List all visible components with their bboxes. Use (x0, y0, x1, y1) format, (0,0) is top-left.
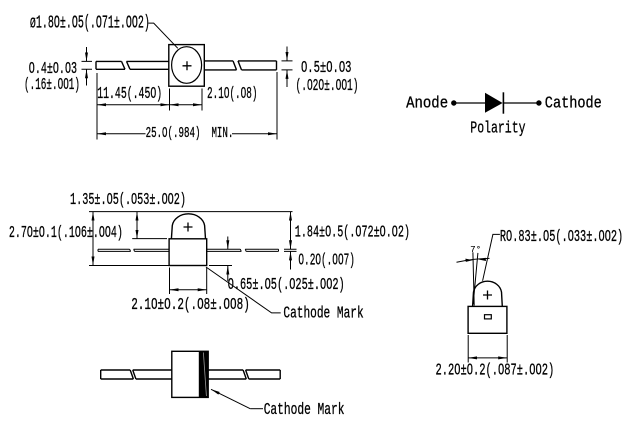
svg-text:(.16±.OO1): (.16±.OO1) (24, 75, 80, 94)
svg-text:O.4±O.O3: O.4±O.O3 (29, 59, 77, 78)
svg-text:ø1.8O±.O5(.O71±.OO2): ø1.8O±.O5(.O71±.OO2) (30, 13, 150, 33)
svg-text:2.1O±O.2(.O8±.OO8): 2.1O±O.2(.O8±.OO8) (131, 295, 250, 314)
svg-text:25.O(.984) MIN.: 25.O(.984) MIN. (146, 126, 234, 142)
svg-text:2.2O±O.2(.O87±.OO2): 2.2O±O.2(.O87±.OO2) (436, 361, 555, 380)
svg-text:RO.83±.O5(.O33±.OO2): RO.83±.O5(.O33±.OO2) (500, 227, 623, 246)
svg-text:Cathode Mark: Cathode Mark (264, 400, 345, 419)
svg-text:O.5±O.O3: O.5±O.O3 (301, 58, 352, 77)
svg-text:O.65±.O5(.O25±.OO2): O.65±.O5(.O25±.OO2) (228, 275, 345, 294)
svg-text:O.2O(.OO7): O.2O(.OO7) (298, 250, 355, 269)
svg-text:(.O2O±.OO1): (.O2O±.OO1) (296, 76, 359, 95)
svg-text:2.1O(.O8): 2.1O(.O8) (207, 84, 258, 103)
svg-text:Polarity: Polarity (470, 119, 525, 138)
svg-text:7°: 7° (470, 245, 481, 255)
svg-text:Anode: Anode (406, 93, 448, 112)
svg-text:11.45(.45O): 11.45(.45O) (97, 84, 162, 103)
svg-text:1.35±.O5(.O53±.OO2): 1.35±.O5(.O53±.OO2) (70, 190, 186, 209)
svg-text:Cathode Mark: Cathode Mark (283, 303, 363, 322)
svg-text:1.84±O.5(.O72±O.O2): 1.84±O.5(.O72±O.O2) (295, 223, 410, 242)
svg-text:Cathode: Cathode (545, 93, 602, 112)
svg-text:2.7O±O.1(.1O6±.OO4): 2.7O±O.1(.1O6±.OO4) (9, 223, 123, 242)
